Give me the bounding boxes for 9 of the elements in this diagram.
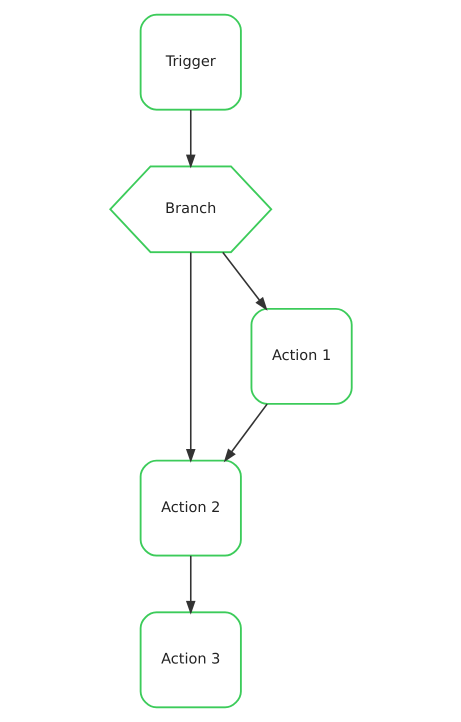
arrow xyxy=(185,110,196,168)
arrow xyxy=(185,556,196,615)
node-box: Action 3 xyxy=(139,611,242,708)
arrow xyxy=(223,404,268,462)
node-box: Action 2 xyxy=(139,460,242,557)
node-box: Trigger xyxy=(139,14,242,111)
node-box: Action 1 xyxy=(250,308,352,405)
arrow xyxy=(185,252,196,463)
arrow xyxy=(222,252,268,311)
